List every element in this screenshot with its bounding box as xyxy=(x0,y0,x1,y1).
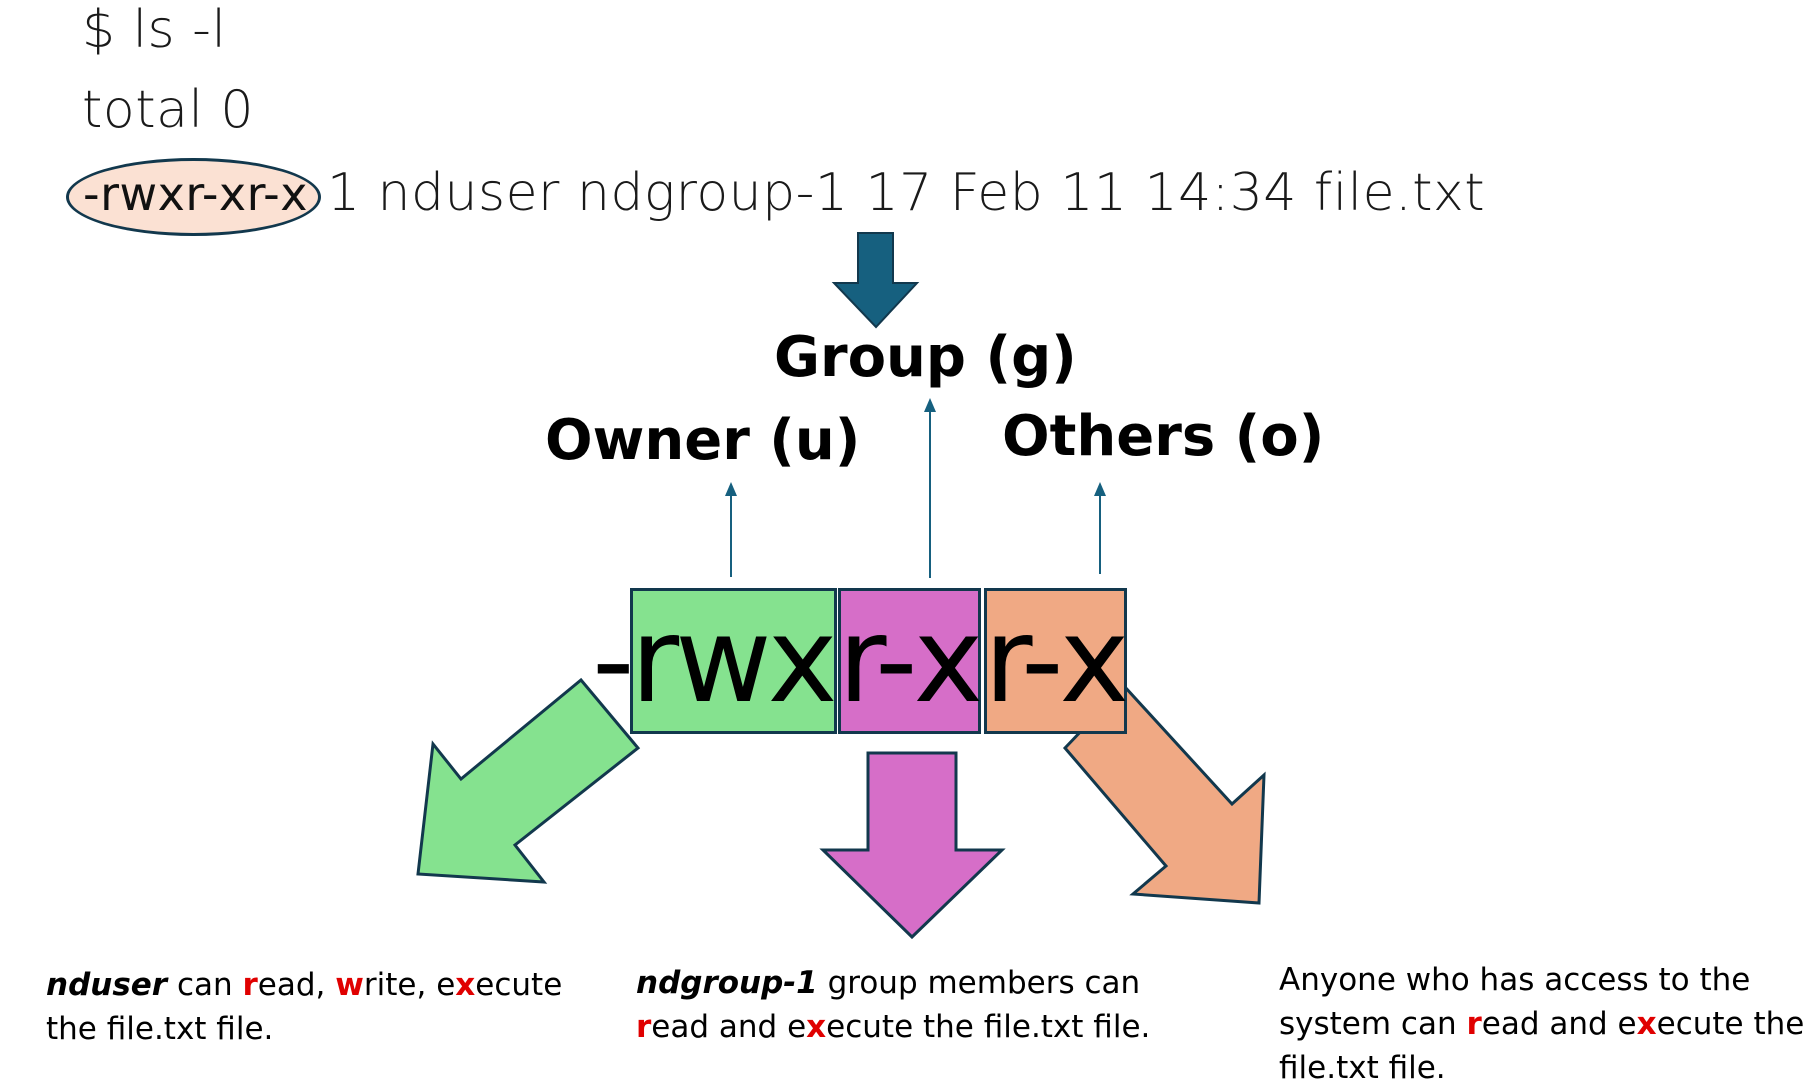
desc-text: ead and e xyxy=(651,1009,807,1045)
desc-text: ecute the file.txt file. xyxy=(826,1009,1151,1045)
role-pointers xyxy=(725,398,1106,578)
group-permission-text: r-x xyxy=(838,591,983,729)
desc-text: ead, xyxy=(257,967,336,1003)
key-letter: x xyxy=(455,967,476,1003)
key-letter: x xyxy=(1636,1006,1657,1042)
key-letter: w xyxy=(335,967,364,1003)
group-name: ndgroup-1 xyxy=(636,965,818,1001)
desc-text: ead and e xyxy=(1481,1006,1637,1042)
role-label-group: Group (g) xyxy=(774,325,1077,390)
others-arrow-icon-shape xyxy=(1062,683,1266,905)
others-permission-box xyxy=(984,588,1127,734)
group-permission-box xyxy=(838,588,981,734)
others-permission-text: r-x xyxy=(984,591,1129,729)
key-letter: x xyxy=(806,1009,827,1045)
key-letter: r xyxy=(1466,1006,1482,1042)
role-label-others: Others (o) xyxy=(1002,404,1325,469)
role-label-owner: Owner (u) xyxy=(545,408,861,473)
terminal-command: $ ls -l xyxy=(82,0,227,60)
others-description: Anyone who has access to the system can … xyxy=(1279,958,1819,1090)
permissions-highlight: -rwxr-xr-x xyxy=(66,158,321,236)
group-arrow-icon xyxy=(819,751,1006,940)
desc-text: Anyone who has access to the system can xyxy=(1279,962,1751,1042)
owner-permission-text: -rwx xyxy=(592,591,837,729)
desc-text: rite, e xyxy=(363,967,456,1003)
down-arrow-icon xyxy=(831,232,920,329)
desc-text: group members can xyxy=(817,965,1141,1001)
key-letter: r xyxy=(242,967,258,1003)
owner-name: nduser xyxy=(46,967,168,1003)
key-letter: r xyxy=(636,1009,652,1045)
desc-text: can xyxy=(167,967,243,1003)
owner-arrow-icon xyxy=(416,677,641,884)
listing-rest: 1 nduser ndgroup-1 17 Feb 11 14:34 file.… xyxy=(326,163,1486,223)
owner-permission-box xyxy=(630,588,837,734)
group-description: ndgroup-1 group members can read and exe… xyxy=(636,961,1196,1049)
owner-description: nduser can read, write, execute the file… xyxy=(46,963,606,1051)
desc-text: ecute the file.txt file. xyxy=(46,967,563,1047)
terminal-total: total 0 xyxy=(82,80,255,140)
